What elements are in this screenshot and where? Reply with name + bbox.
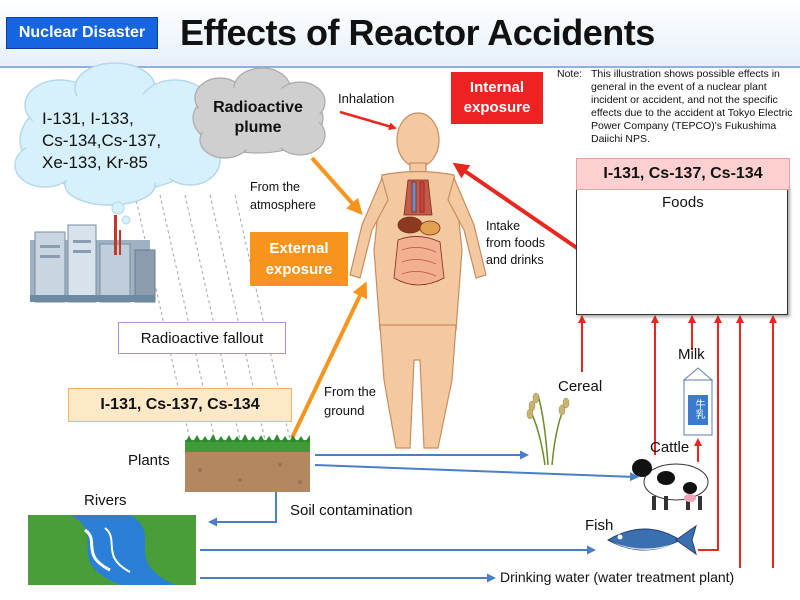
external-exposure-box: External exposure	[250, 232, 348, 286]
cloud-line-3: Xe-133, Kr-85	[42, 153, 148, 172]
red-up-arrows	[578, 315, 777, 568]
internal-line-2: exposure	[463, 99, 531, 116]
internal-organs	[393, 179, 445, 286]
blue-arrows	[200, 450, 639, 583]
isotope-cloud-text: I-131, I-133, Cs-134,Cs-137, Xe-133, Kr-…	[42, 108, 161, 174]
plants-label: Plants	[128, 452, 170, 469]
nuclear-disaster-badge: Nuclear Disaster	[6, 17, 158, 49]
cattle-label: Cattle	[650, 439, 690, 456]
from-ground-label: From the ground	[324, 382, 376, 420]
plants-ground-illustration	[185, 434, 310, 492]
cattle-illustration	[632, 459, 709, 510]
internal-exposure-box: Internal exposure	[451, 72, 543, 124]
external-line-1: External	[269, 240, 329, 257]
drinking-water-label: Drinking water (water treatment plant)	[500, 569, 735, 585]
note-text: This illustration shows possible effects…	[591, 68, 793, 145]
from-atm-line-1: From the	[250, 180, 301, 194]
plume-line-2: plume	[234, 119, 282, 136]
cloud-line-1: I-131, I-133,	[42, 109, 134, 128]
milk-carton-illustration	[682, 367, 714, 436]
plume-line-1: Radioactive	[213, 99, 303, 116]
milk-label: Milk	[678, 346, 705, 363]
soil-contamination-label: Soil contamination	[290, 502, 413, 519]
intake-line-3: and drinks	[486, 253, 544, 267]
isotopes-left-box: I-131, Cs-137, Cs-134	[68, 388, 292, 422]
fish-label: Fish	[585, 517, 614, 534]
nuclear-plant-illustration	[30, 215, 156, 303]
milk-carton-text: 牛乳	[693, 399, 704, 419]
intake-line-2: from foods	[486, 236, 546, 250]
plume-label: Radioactive plume	[208, 98, 308, 138]
from-atmosphere-label: From the atmosphere	[250, 178, 316, 214]
inhalation-label: Inhalation	[338, 91, 395, 106]
rivers-label: Rivers	[84, 492, 127, 509]
internal-line-1: Internal	[469, 79, 525, 96]
cereal-illustration	[526, 392, 570, 466]
cloud-line-2: Cs-134,Cs-137,	[42, 131, 162, 150]
from-atm-line-2: atmosphere	[250, 198, 317, 212]
foods-box	[576, 185, 788, 315]
note-label: Note:	[557, 68, 583, 80]
from-ground-line-2: ground	[324, 403, 365, 418]
page-title: Effects of Reactor Accidents	[180, 12, 655, 53]
radioactive-fallout-box: Radioactive fallout	[118, 322, 286, 354]
from-ground-line-1: From the	[324, 384, 377, 399]
note: Note: This illustration shows possible e…	[557, 68, 795, 146]
fish-illustration	[606, 524, 697, 556]
intake-label: Intake from foods and drinks	[486, 218, 545, 269]
cereal-label: Cereal	[558, 378, 603, 395]
external-line-2: exposure	[265, 261, 333, 278]
foods-label: Foods	[662, 194, 704, 211]
rivers-illustration	[28, 515, 196, 585]
isotopes-right-box: I-131, Cs-137, Cs-134	[576, 158, 790, 190]
intake-line-1: Intake	[486, 219, 521, 233]
